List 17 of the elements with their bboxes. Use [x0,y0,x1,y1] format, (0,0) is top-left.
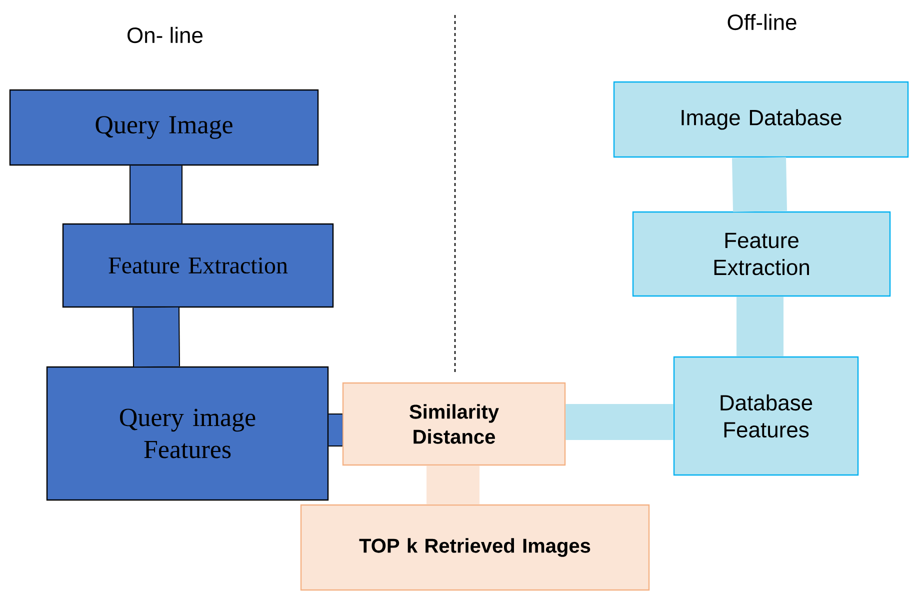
process-box: TOP k Retrieved Images [300,504,650,591]
process-box: Query image Features [46,366,329,501]
process-box: Image Database [613,81,909,158]
connector-bar [130,166,182,224]
section-label: Off-line [728,14,796,30]
section-label: On- line [128,26,203,44]
connector-bar [732,157,787,212]
connector-bar [132,307,180,367]
process-box: Similarity Distance [342,382,566,466]
process-box: Query Image [9,89,319,166]
connector-bar [736,296,784,356]
process-box: Feature Extraction [62,223,334,308]
process-box: Feature Extraction [632,211,891,297]
connector-bar [426,466,480,504]
connector-bar [566,404,674,440]
connector-bar [328,414,342,446]
process-box: Database Features [673,356,859,476]
